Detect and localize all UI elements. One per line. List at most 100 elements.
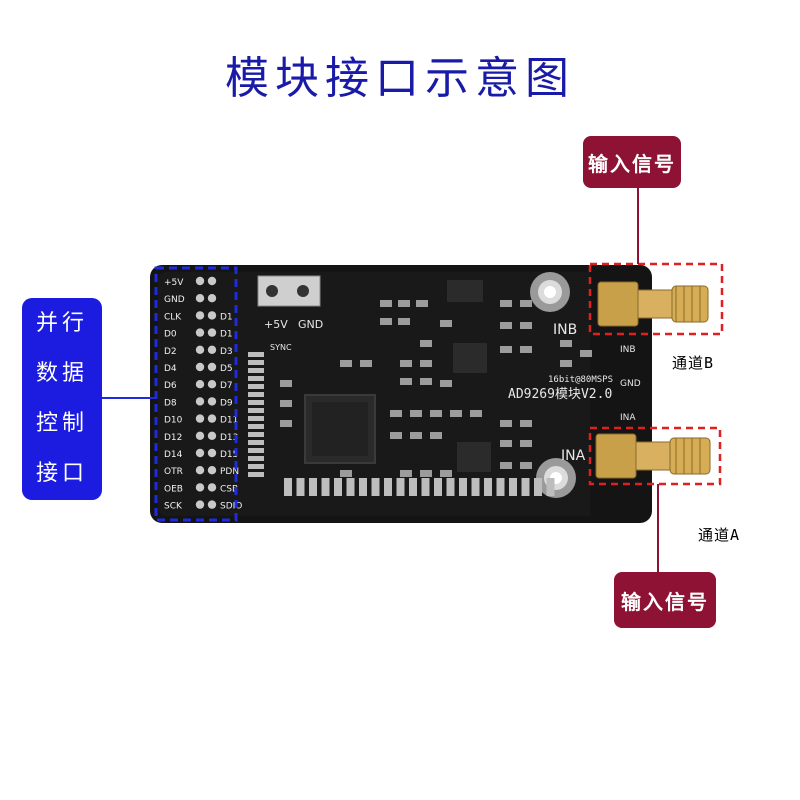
side-pad: [248, 400, 264, 405]
side-pad: [248, 360, 264, 365]
bottom-pad: [521, 478, 530, 496]
pin-dot: [195, 397, 205, 406]
pin-dot: [207, 380, 217, 389]
smd-part: [390, 410, 402, 417]
pin-label-left: D10: [164, 416, 183, 426]
pin-dot: [207, 276, 217, 286]
smd-part: [520, 322, 532, 329]
smd-part: [380, 318, 392, 325]
pin-label-left: D6: [164, 381, 177, 391]
smd-part: [420, 470, 432, 477]
smd-part: [520, 346, 532, 353]
smd-part: [398, 300, 410, 307]
pin-dot: [207, 431, 217, 440]
side-pad: [248, 408, 264, 413]
side-pad: [248, 464, 264, 469]
smd-part: [520, 420, 532, 427]
bottom-pad: [484, 478, 492, 496]
pin-label-right: D1: [220, 312, 233, 322]
pin-dot: [207, 294, 217, 303]
pin-label-left: OTR: [164, 467, 183, 477]
bottom-pad: [384, 478, 392, 496]
channel-b-label: 通道B: [672, 354, 715, 372]
smd-part: [400, 360, 412, 367]
board-inb-label: INB: [553, 322, 577, 338]
board-ina-label: INA: [561, 448, 586, 464]
bottom-pad-row: [248, 352, 555, 496]
pin-label-left: D2: [164, 347, 177, 357]
smd-part: [416, 300, 428, 307]
bottom-pad: [284, 478, 292, 496]
smd-part: [440, 380, 452, 387]
parallel-label-line-1: 并行: [35, 311, 88, 336]
bottom-pad: [471, 478, 480, 496]
smd-part: [420, 378, 432, 385]
sma-connector-a: [595, 433, 711, 479]
parallel-label-line-4: 接口: [35, 461, 88, 486]
pin-label-left: +5V: [164, 278, 184, 288]
bottom-pad: [321, 478, 330, 496]
bottom-pad: [446, 478, 455, 496]
smd-part: [560, 340, 572, 347]
ic-u3: [447, 280, 483, 302]
board-spec-text: 16bit@80MSPS: [548, 375, 613, 385]
pin-dot: [195, 448, 205, 458]
bottom-pad: [496, 478, 505, 496]
smd-components: [280, 300, 592, 477]
smd-part: [580, 350, 592, 357]
pin-label-right: D13: [220, 433, 238, 443]
pin-label-right: D9: [220, 398, 233, 408]
pin-label-left: D14: [164, 450, 183, 460]
mount-hole-top: [530, 272, 570, 312]
smd-part: [500, 420, 512, 427]
side-pad: [248, 368, 264, 373]
side-label: INA: [620, 413, 636, 423]
pin-dot: [207, 311, 217, 320]
side-pad: [248, 392, 264, 397]
side-pad: [248, 352, 264, 357]
pin-label-right: D5: [220, 364, 233, 374]
bottom-pad: [359, 478, 367, 496]
bottom-pad: [434, 478, 442, 496]
pin-label-right: SDIO: [220, 502, 242, 512]
smd-part: [520, 300, 532, 307]
smd-part: [360, 360, 372, 367]
pin-dot: [207, 483, 217, 492]
bottom-pad: [421, 478, 430, 496]
pin-label-right: D15: [220, 450, 238, 460]
smd-part: [340, 470, 352, 477]
ic-u2: [457, 442, 491, 472]
smd-part: [520, 462, 532, 469]
smd-part: [450, 410, 462, 417]
pin-label-right: D11: [220, 416, 238, 426]
smd-part: [500, 462, 512, 469]
pin-label-right: D7: [220, 381, 233, 391]
smd-part: [280, 380, 292, 387]
pin-dot: [207, 345, 217, 354]
pin-label-left: CLK: [164, 312, 182, 322]
channel-a-highlight: [588, 426, 722, 486]
bottom-pad: [371, 478, 380, 496]
smd-part: [500, 346, 512, 353]
pin-dot: [207, 500, 217, 509]
pin-label-left: D4: [164, 364, 177, 374]
side-label: INB: [620, 345, 636, 355]
smd-part: [430, 410, 442, 417]
page-title: 模块接口示意图: [225, 53, 575, 104]
pin-label-left: D8: [164, 398, 177, 408]
board-gnd-label: GND: [298, 318, 323, 331]
pin-label-left: OEB: [164, 484, 183, 494]
pin-dot: [195, 311, 205, 320]
smd-part: [400, 470, 412, 477]
pin-dot: [195, 466, 205, 475]
smd-part: [398, 318, 410, 325]
smd-part: [380, 300, 392, 307]
sma-connector-b: [597, 281, 709, 327]
side-pad: [248, 472, 264, 477]
bottom-pad: [296, 478, 305, 496]
pin-dot: [207, 328, 217, 337]
bottom-pad: [409, 478, 417, 496]
